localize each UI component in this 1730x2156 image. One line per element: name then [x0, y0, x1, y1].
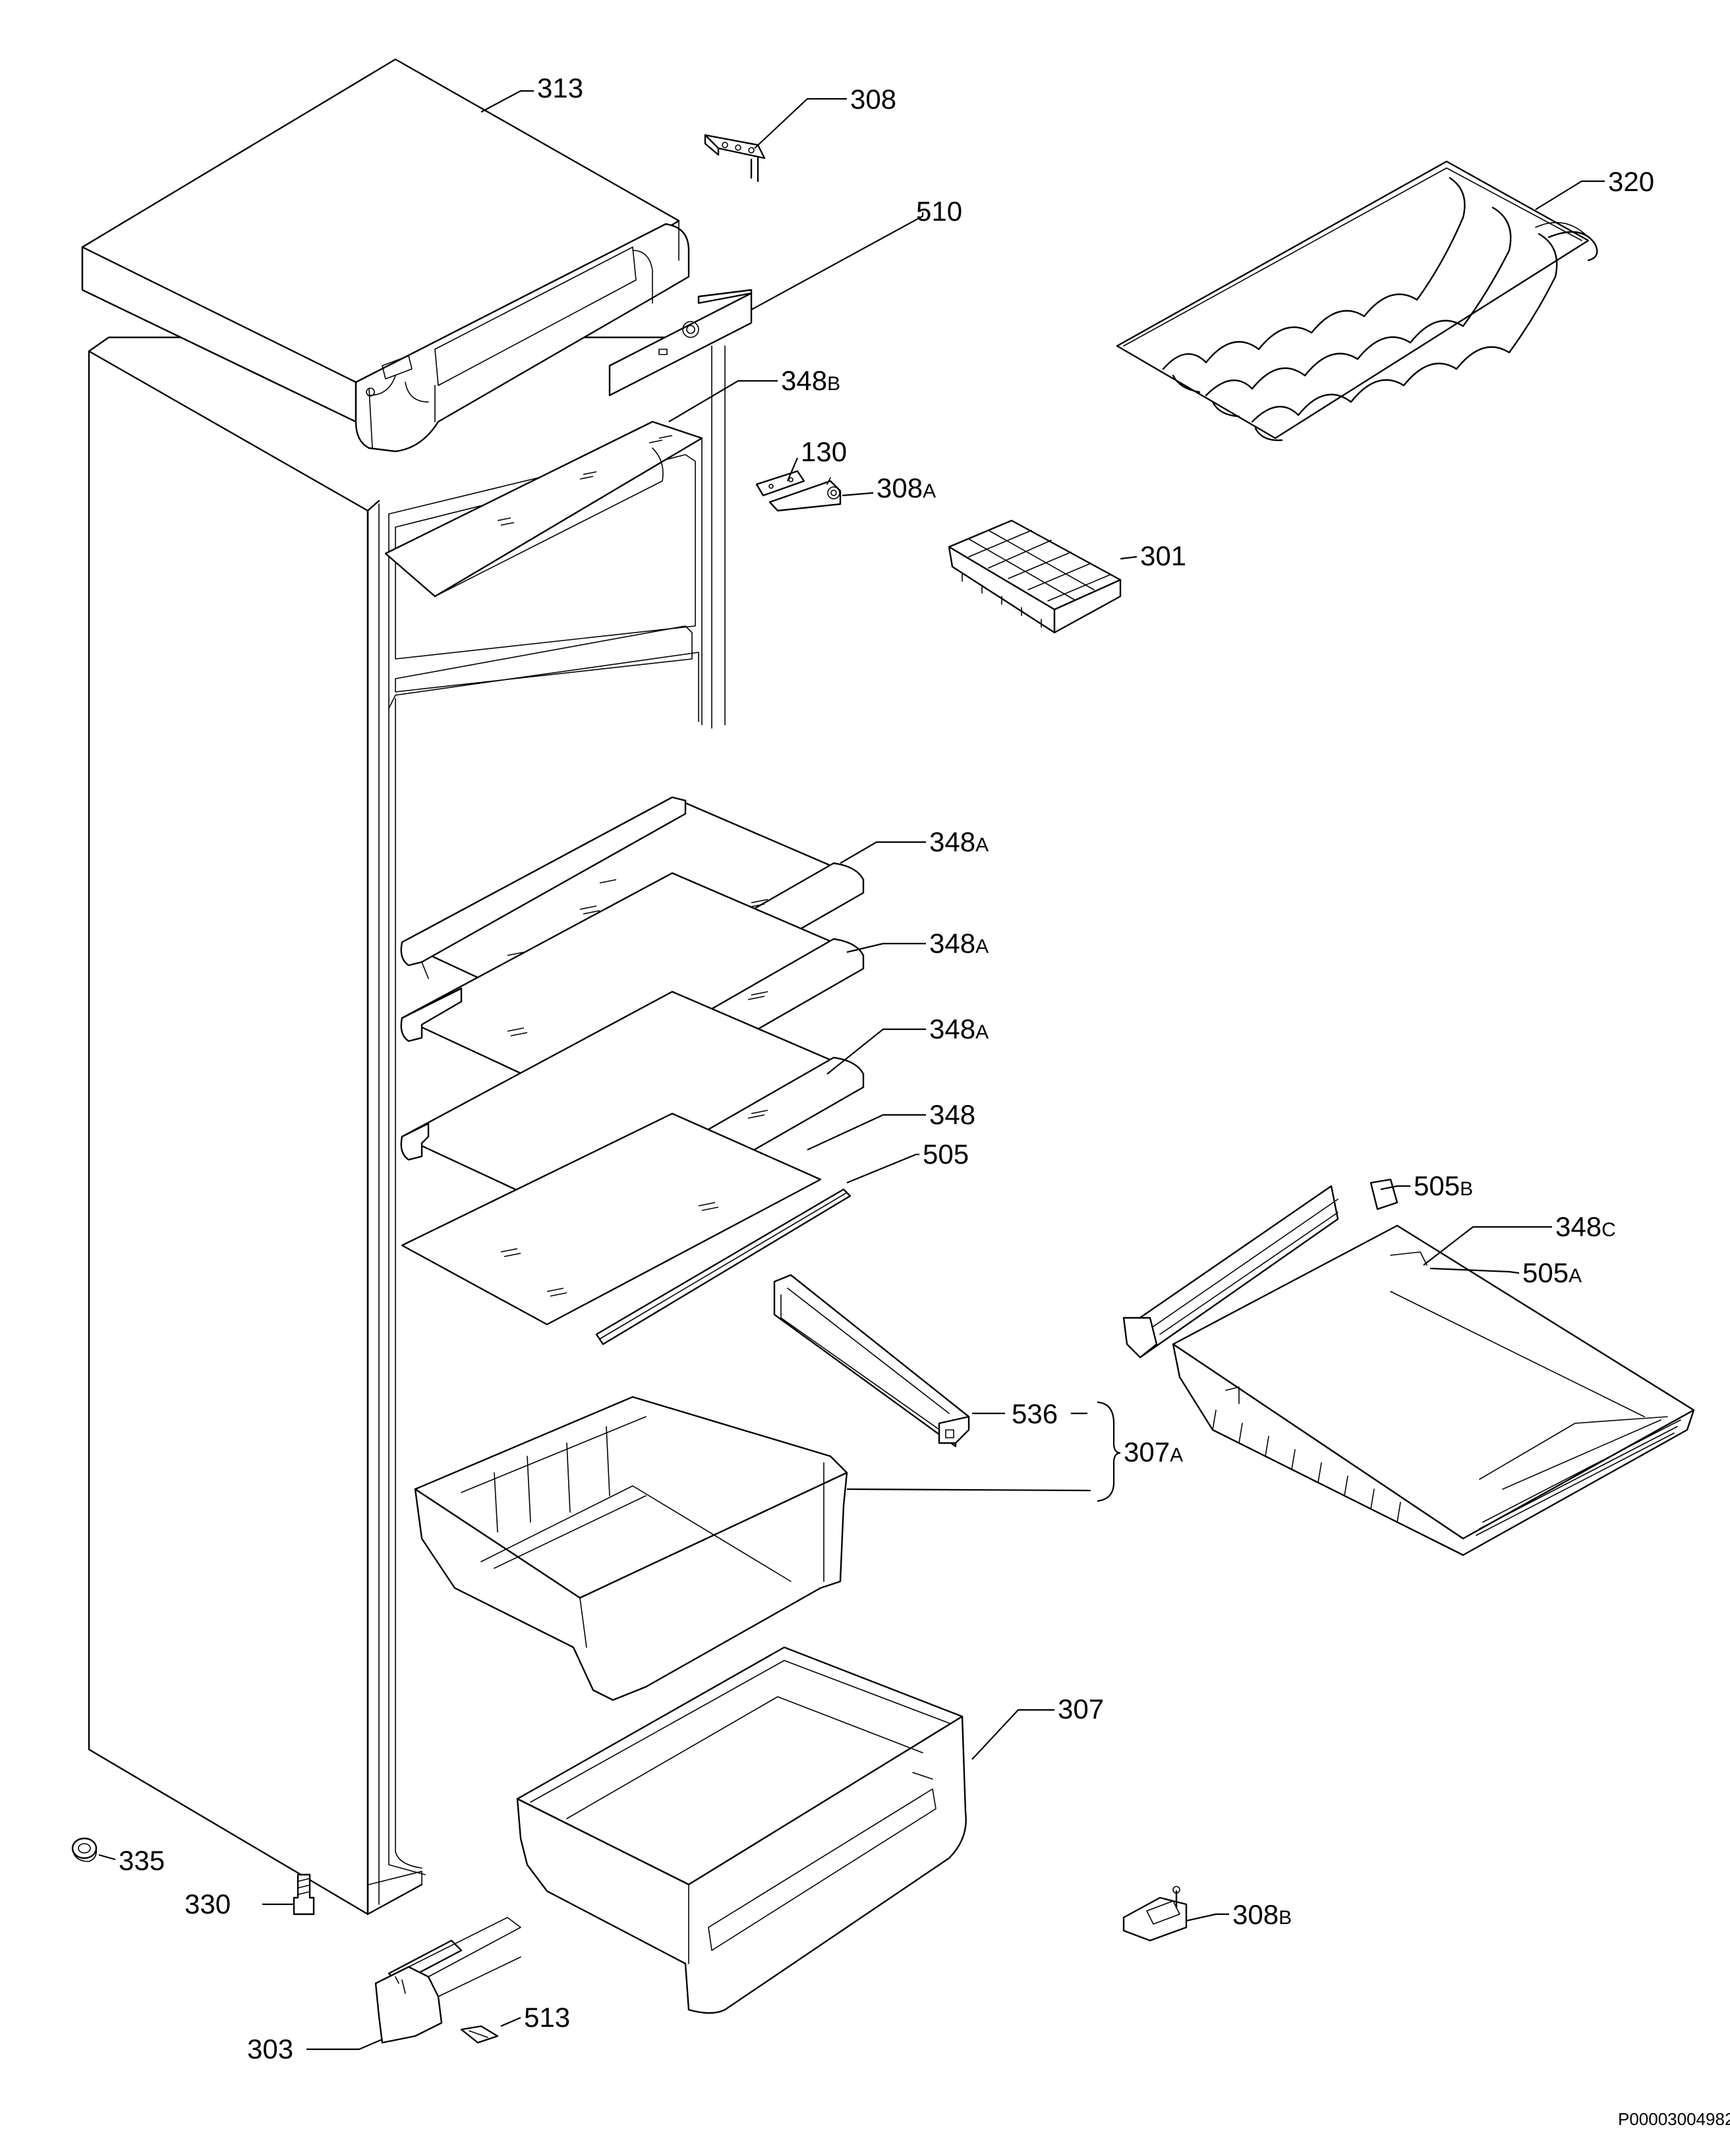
- callout-505: 505: [923, 1139, 969, 1170]
- callout-130: 130: [801, 436, 847, 467]
- callout-505b: 505B: [1414, 1170, 1473, 1201]
- document-id: P00003004982: [1618, 2109, 1730, 2129]
- foot-335: [71, 1837, 98, 1862]
- freezer-shelf-348b: [384, 420, 703, 598]
- crisper-drawer-307a: [414, 1396, 848, 1701]
- hinge-308: [704, 134, 766, 183]
- top-cover-313: [81, 58, 690, 453]
- wine-rack-320: [1116, 160, 1598, 441]
- cabinet-body: [88, 336, 726, 1915]
- callout-348a-3: 348A: [929, 1013, 989, 1044]
- callout-labels: 313 308 510 320 348B 130 308A 301 348A 3…: [119, 72, 1654, 2064]
- clip-130: [755, 470, 805, 497]
- divider-536: [773, 1274, 970, 1448]
- crisper-drawer-307: [516, 1646, 967, 2014]
- callout-536: 536: [1012, 1398, 1058, 1429]
- crisper-cover-348c: [1122, 1178, 1695, 1556]
- hinge-308a: [768, 477, 842, 512]
- callout-510: 510: [916, 196, 962, 227]
- callout-308: 308: [850, 84, 896, 115]
- callout-320: 320: [1608, 166, 1654, 197]
- hinge-308b: [1122, 1886, 1188, 1942]
- callout-348a-2: 348A: [929, 928, 989, 959]
- leader-lines: [98, 90, 1605, 2051]
- callout-307a: 307A: [1124, 1436, 1183, 1467]
- callout-308b: 308B: [1232, 1899, 1292, 1930]
- ice-tray-301: [948, 519, 1122, 634]
- callout-335: 335: [119, 1845, 165, 1876]
- callout-348: 348: [929, 1099, 975, 1130]
- callout-313: 313: [537, 72, 583, 103]
- shelf-348: [401, 1112, 822, 1326]
- callout-348c: 348C: [1555, 1211, 1616, 1242]
- callout-348a-1: 348A: [929, 826, 989, 857]
- clip-513: [460, 2025, 499, 2044]
- plinth-303: [374, 1917, 521, 2044]
- callout-307: 307: [1058, 1693, 1104, 1724]
- trim-strip-505: [595, 1188, 851, 1346]
- callout-505a: 505A: [1522, 1257, 1582, 1288]
- callout-513: 513: [524, 2002, 570, 2033]
- control-panel-510: [608, 289, 753, 397]
- callout-301: 301: [1140, 540, 1186, 571]
- callout-308a: 308A: [877, 472, 936, 503]
- callout-303: 303: [247, 2033, 293, 2064]
- screw-330: [293, 1873, 315, 1915]
- callout-330: 330: [185, 1888, 231, 1919]
- callout-348b: 348B: [781, 365, 840, 396]
